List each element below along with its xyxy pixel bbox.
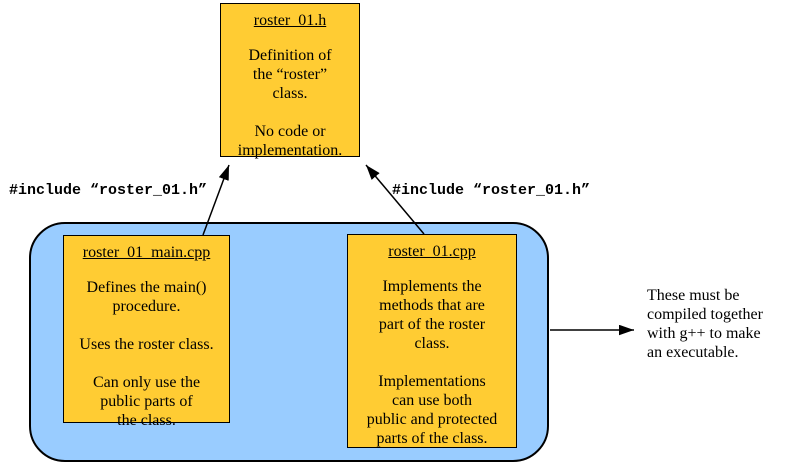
compile-note: These must be compiled together with g++… — [647, 287, 763, 361]
impl-cpp-description: Implements the methods that are part of … — [366, 278, 498, 447]
main-cpp-description: Defines the main() procedure. Uses the r… — [79, 279, 214, 429]
impl-cpp-title: roster_01.cpp — [388, 243, 476, 260]
header-file-box: roster_01.h Definition of the “roster” c… — [220, 3, 360, 159]
header-file-description: Definition of the “roster” class. No cod… — [237, 47, 343, 159]
main-cpp-box: roster_01_main.cpp Defines the main() pr… — [63, 235, 230, 429]
include-label-left: #include “roster_01.h” — [9, 182, 208, 199]
include-label-right: #include “roster_01.h” — [392, 182, 591, 199]
header-file-title: roster_01.h — [253, 12, 327, 29]
impl-cpp-box: roster_01.cpp Implements the methods tha… — [347, 234, 517, 448]
main-cpp-title: roster_01_main.cpp — [82, 244, 211, 261]
